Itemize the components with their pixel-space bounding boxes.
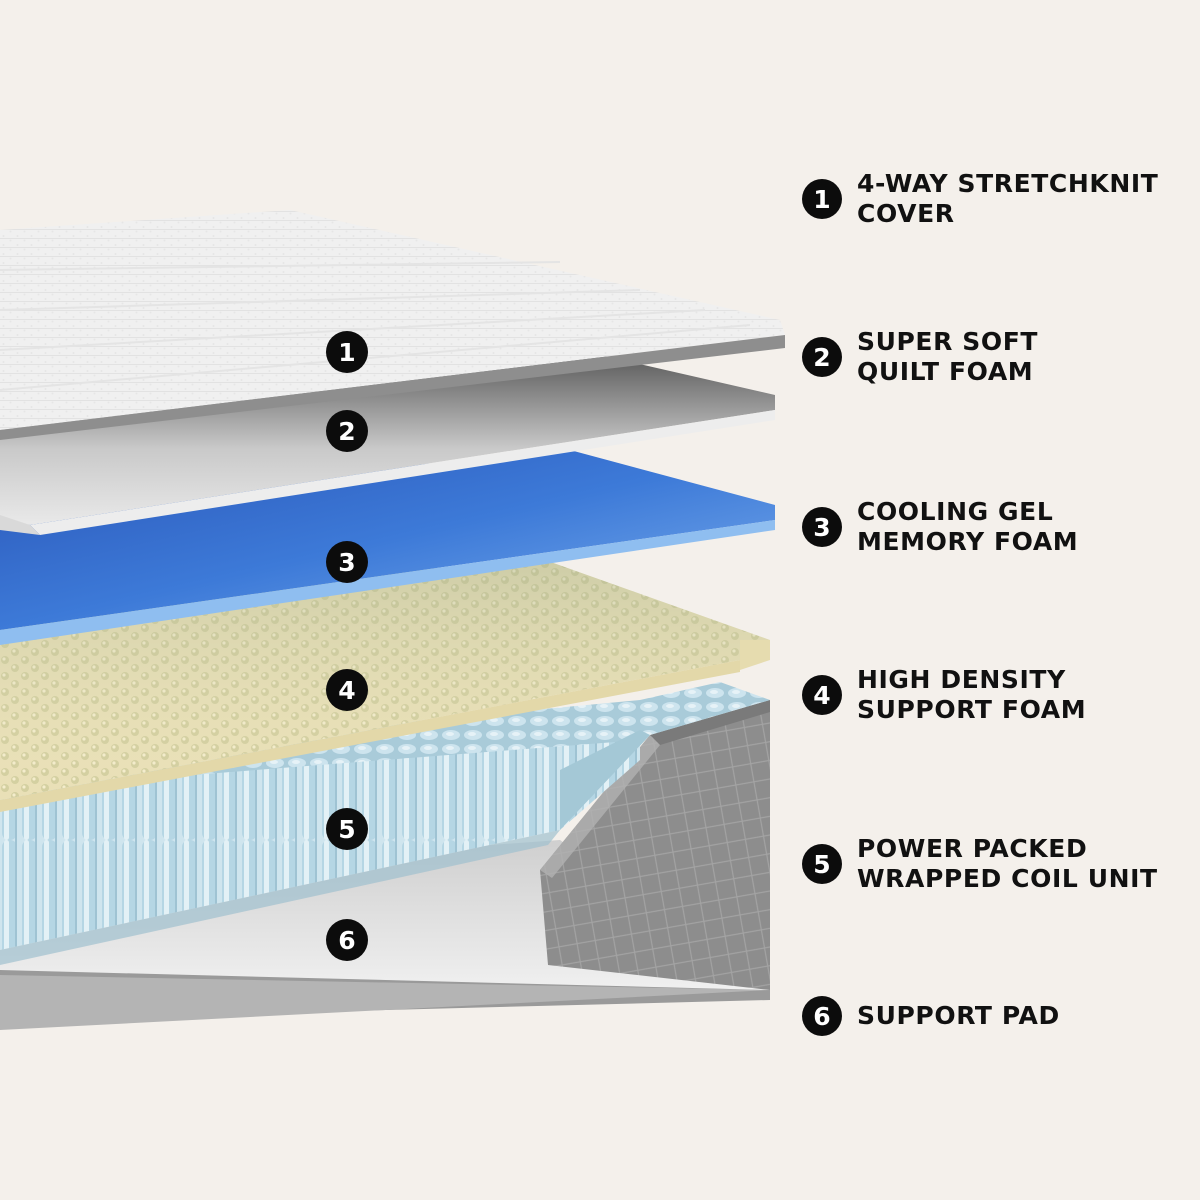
- legend-label-cover: 4-WAY STRETCHKNIT COVER: [857, 169, 1159, 228]
- cover-layer: [0, 210, 785, 440]
- mattress-illustration: 1 2 3 4 5 6: [0, 210, 785, 1030]
- legend-label-gel-foam: COOLING GEL MEMORY FOAM: [857, 497, 1079, 556]
- badge-5: 5: [326, 808, 368, 850]
- legend-item-cover: 1 4-WAY STRETCHKNIT COVER: [802, 169, 1197, 229]
- legend-badge-5: 5: [802, 844, 842, 884]
- support-foam-layer: [0, 560, 770, 812]
- badge-6: 6: [326, 919, 368, 961]
- legend-badge-2: 2: [802, 337, 842, 377]
- svg-text:2: 2: [338, 417, 355, 446]
- svg-text:6: 6: [338, 926, 355, 955]
- svg-text:5: 5: [338, 815, 355, 844]
- legend-item-coil-unit: 5 POWER PACKED WRAPPED COIL UNIT: [802, 834, 1197, 894]
- legend-label-coil-unit: POWER PACKED WRAPPED COIL UNIT: [857, 834, 1158, 893]
- legend-badge-4: 4: [802, 675, 842, 715]
- badge-1: 1: [326, 331, 368, 373]
- svg-text:4: 4: [338, 676, 355, 705]
- legend-label-support-foam: HIGH DENSITY SUPPORT FOAM: [857, 665, 1087, 724]
- legend-badge-6: 6: [802, 996, 842, 1036]
- layer-legend: 1 4-WAY STRETCHKNIT COVER 2 SUPER SOFT Q…: [800, 0, 1200, 1200]
- side-fabric-panel: [540, 700, 770, 990]
- coil-unit-layer: [0, 682, 770, 965]
- svg-text:3: 3: [338, 548, 355, 577]
- legend-item-quilt-foam: 2 SUPER SOFT QUILT FOAM: [802, 327, 1197, 387]
- legend-badge-3: 3: [802, 507, 842, 547]
- badge-2: 2: [326, 410, 368, 452]
- legend-label-quilt-foam: SUPER SOFT QUILT FOAM: [857, 327, 1039, 386]
- legend-item-support-pad: 6 SUPPORT PAD: [802, 996, 1197, 1036]
- badge-4: 4: [326, 669, 368, 711]
- badge-3: 3: [326, 541, 368, 583]
- legend-item-support-foam: 4 HIGH DENSITY SUPPORT FOAM: [802, 665, 1197, 725]
- svg-text:1: 1: [338, 338, 355, 367]
- legend-item-gel-foam: 3 COOLING GEL MEMORY FOAM: [802, 497, 1197, 557]
- legend-badge-1: 1: [802, 179, 842, 219]
- legend-label-support-pad: SUPPORT PAD: [857, 1001, 1060, 1030]
